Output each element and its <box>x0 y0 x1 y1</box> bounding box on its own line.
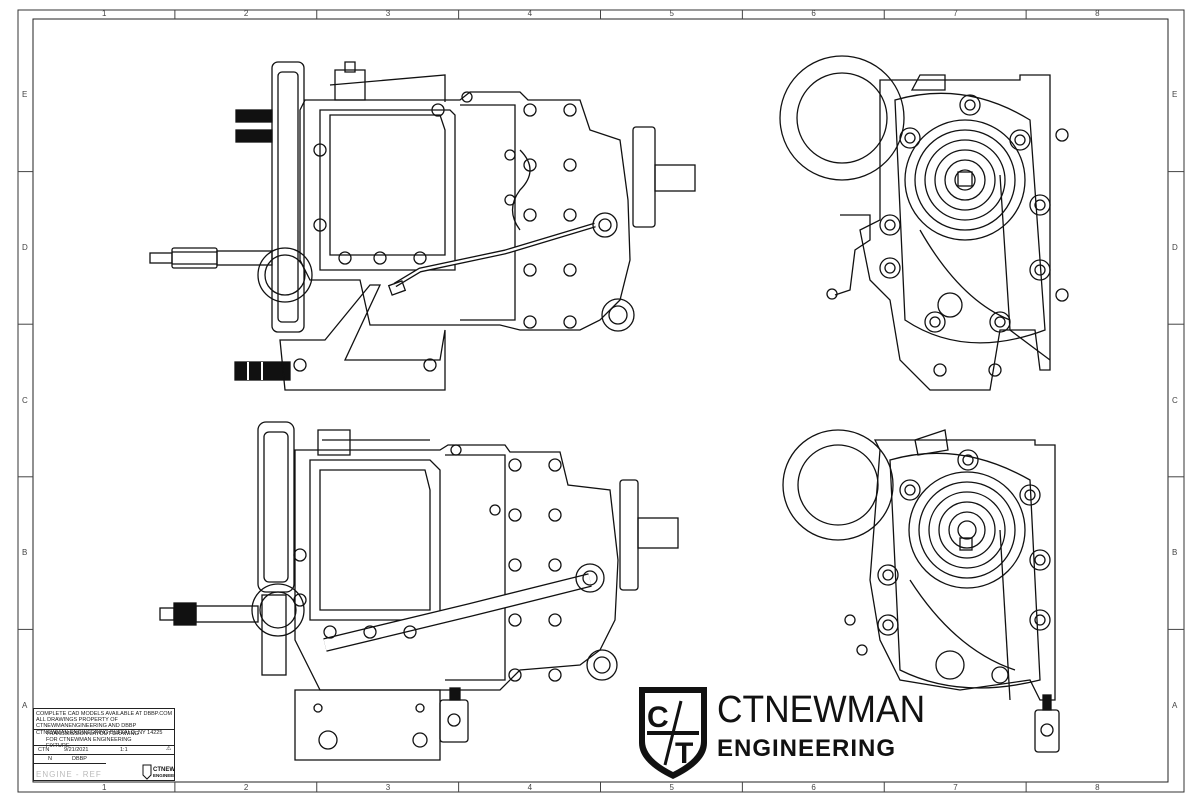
column-label-top: 2 <box>243 9 249 18</box>
column-label-bottom: 8 <box>1095 783 1100 792</box>
row-label-left: B <box>22 548 28 558</box>
column-label-top: 3 <box>385 9 391 18</box>
title-block: COMPLETE CAD MODELS AVAILABLE AT DBBP.CO… <box>33 708 175 781</box>
svg-text:CTNEWMAN: CTNEWMAN <box>153 767 175 773</box>
end-view-upper <box>779 55 1069 391</box>
row-label-right: D <box>1172 242 1178 252</box>
column-label-top: 7 <box>953 9 958 18</box>
row-label-left: C <box>22 395 28 405</box>
column-label-bottom: 6 <box>811 783 816 792</box>
row-label-right: B <box>1172 548 1178 558</box>
row-label-right: A <box>1172 700 1178 710</box>
column-label-bottom: 2 <box>243 783 249 792</box>
column-label-bottom: 1 <box>101 783 107 792</box>
scale: 1:1 <box>120 747 128 753</box>
column-label-top: 4 <box>527 9 533 18</box>
svg-text:T: T <box>675 737 693 770</box>
date: 9/21/2021 <box>64 747 89 753</box>
shield-logo-icon: C T <box>639 687 707 779</box>
row-label-right: C <box>1172 395 1178 405</box>
row-label-left: D <box>22 242 28 252</box>
column-label-top: 6 <box>811 9 816 18</box>
side-view-upper <box>149 61 696 391</box>
title-block-notes: COMPLETE CAD MODELS AVAILABLE AT DBBP.CO… <box>36 711 174 736</box>
side-view-lower <box>159 421 679 761</box>
note-line: CTNEWMAN ENGINEERING BUFFALO, NY 14225 <box>36 729 163 736</box>
column-label-bottom: 3 <box>385 783 391 792</box>
rev: N <box>48 756 52 762</box>
column-label-bottom: 4 <box>527 783 533 792</box>
warning-icon: ⚠ <box>166 746 172 752</box>
drawn-by: CTN <box>38 747 50 753</box>
company-code: DBBP <box>72 756 87 762</box>
row-label-left: E <box>22 90 28 100</box>
row-label-right: E <box>1172 90 1178 100</box>
svg-text:ENGINEERING: ENGINEERING <box>153 773 175 778</box>
column-label-bottom: 5 <box>669 783 674 792</box>
svg-text:C: C <box>647 701 669 734</box>
row-label-left: A <box>22 700 28 710</box>
note-line: COMPLETE CAD MODELS AVAILABLE AT DBBP.CO… <box>36 711 173 717</box>
end-view-lower <box>782 429 1060 753</box>
title-line: FOR CTNEWMAN ENGINEERING FIXTURE <box>46 737 132 750</box>
column-label-top: 8 <box>1095 9 1100 18</box>
brand-name: CTNEWMAN <box>717 689 926 731</box>
engine-ref: ENGINE - REF <box>36 770 102 779</box>
mini-logo-icon: CTNEWMAN ENGINEERING <box>142 764 175 780</box>
drawing-title: TRANSMISSION LAYOUT DRAWING FOR CTNEWMAN… <box>46 731 156 750</box>
title-line: TRANSMISSION LAYOUT DRAWING <box>46 731 139 737</box>
column-label-top: 5 <box>669 9 674 18</box>
note-line: ALL DRAWINGS PROPERTY OF CTNEWMANENGINEE… <box>36 717 137 730</box>
column-label-bottom: 7 <box>953 783 958 792</box>
brand-subtitle: ENGINEERING <box>717 735 897 762</box>
brand-logo: C T CTNEWMAN ENGINEERING <box>633 683 925 783</box>
column-label-top: 1 <box>101 9 107 18</box>
